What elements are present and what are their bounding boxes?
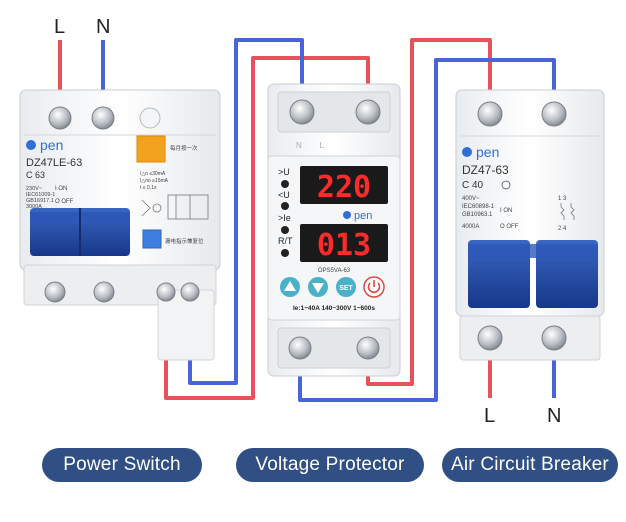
- circuit-diagram-icon: [141, 194, 209, 220]
- power-switch-leak-0: I△n ≤30mA: [140, 171, 166, 177]
- brand-logo-icon: [462, 147, 472, 157]
- power-switch-brand: pen: [40, 137, 63, 153]
- power-switch-leak-1: I△no ≥15mA: [140, 178, 169, 184]
- set-button[interactable]: [336, 277, 356, 297]
- indicator-u-high: >U: [278, 167, 290, 177]
- indicator-rt: R/T: [278, 236, 293, 246]
- screw-icon: [288, 336, 312, 360]
- power-switch-spec-0: 230V~: [26, 186, 42, 192]
- bottom-live-label: L: [484, 405, 495, 427]
- wire-switch-to-protector-neutral: [188, 38, 304, 385]
- screw-icon: [477, 325, 503, 351]
- wire-protector-to-breaker-neutral: [298, 58, 556, 402]
- screw-icon: [355, 99, 381, 125]
- breaker-model: DZ47-63: [462, 163, 509, 177]
- arrow-down-icon: [312, 283, 324, 293]
- power-switch-leak-2: t ≤ 0.1s: [140, 185, 157, 191]
- breaker-spec-1: IEC60898-1: [462, 204, 495, 210]
- indicator-led: [281, 249, 289, 257]
- bottom-neutral-label: N: [547, 405, 561, 427]
- current-display-value: 013: [317, 228, 371, 263]
- screw-icon: [541, 325, 567, 351]
- indicator-u-low: <U: [278, 190, 290, 200]
- screw-icon: [356, 336, 380, 360]
- air-breaker-label: Air Circuit Breaker: [442, 448, 618, 482]
- breaker-spec-2: GB10963.1: [462, 212, 493, 218]
- screw-icon: [44, 281, 66, 303]
- power-switch-spec-3: 3000A: [26, 204, 42, 210]
- power-icon: [367, 280, 381, 294]
- screw-icon: [93, 281, 115, 303]
- screw-icon: [48, 106, 72, 130]
- screw-icon: [477, 101, 503, 127]
- screw-icon: [541, 101, 567, 127]
- power-switch-device: pen DZ47LE-63 C 63 230V~ IEC61009-1 GB16…: [19, 89, 221, 361]
- top-live-label: L: [54, 16, 65, 38]
- test-tab[interactable]: [136, 135, 166, 163]
- screw-icon: [289, 99, 315, 125]
- indicator-led: [281, 202, 289, 210]
- breaker-diagram-bottom: 2 4: [558, 226, 567, 232]
- test-button-icon: [139, 107, 161, 129]
- power-switch-on: I ON: [55, 186, 67, 192]
- power-switch-off: O OFF: [55, 199, 74, 205]
- protector-spec: Ie:1~40A 140~300V 1~600s: [293, 305, 375, 312]
- wires: [58, 38, 556, 402]
- breaker-diagram-top: 1 3: [558, 196, 567, 202]
- power-switch-reset-label: 漏电指示兼复位: [165, 237, 204, 245]
- breaker-spec-3: 4000A: [462, 224, 479, 230]
- voltage-display: [300, 166, 388, 204]
- breaker-brand: pen: [476, 144, 499, 160]
- power-switch-rating: C 63: [26, 170, 45, 180]
- protector-model: OPS5VA-63: [318, 268, 351, 274]
- power-switch-label: Power Switch: [42, 448, 202, 482]
- reset-button[interactable]: [142, 229, 162, 249]
- power-switch-model: DZ47LE-63: [26, 157, 82, 169]
- power-switch-spec-1: IEC61009-1: [26, 192, 55, 198]
- indicator-led: [281, 226, 289, 234]
- wire-protector-to-breaker-live: [366, 38, 492, 386]
- breaker-rating: C 40: [462, 180, 484, 191]
- arrow-up-icon: [284, 281, 296, 291]
- brand-logo-icon: [26, 140, 36, 150]
- breaker-spec-0: 400V~: [462, 196, 480, 202]
- screw-icon: [180, 282, 200, 302]
- indicator-ie: >Ie: [278, 213, 291, 223]
- breaker-off: O OFF: [500, 224, 519, 230]
- air-breaker-device: pen DZ47-63 C 40 400V~ IEC60898-1 GB1096…: [455, 89, 605, 361]
- voltage-display-value: 220: [317, 170, 371, 205]
- current-display: [300, 224, 388, 262]
- power-switch-test-label: 每月按一次: [170, 144, 198, 152]
- set-button-label: SET: [339, 285, 353, 292]
- certification-mark-icon: [501, 180, 511, 190]
- top-neutral-label: N: [96, 16, 110, 38]
- protector-brand: pen: [354, 210, 372, 222]
- screw-icon: [91, 106, 115, 130]
- voltage-protector-label: Voltage Protector: [236, 448, 424, 482]
- wire-switch-to-protector-live: [164, 56, 370, 400]
- screw-icon: [156, 282, 176, 302]
- brand-logo-icon: [343, 211, 351, 219]
- breaker-on: I ON: [500, 208, 512, 214]
- protector-terminal-labels: N L: [296, 141, 325, 150]
- indicator-led: [281, 180, 289, 188]
- breaker-diagram-icon: [560, 203, 575, 220]
- power-switch-spec-2: GB16917.1: [26, 198, 54, 204]
- voltage-protector-device: N L >U <U >Ie R/T 220 pen 013 OPS5VA-63 …: [267, 83, 401, 377]
